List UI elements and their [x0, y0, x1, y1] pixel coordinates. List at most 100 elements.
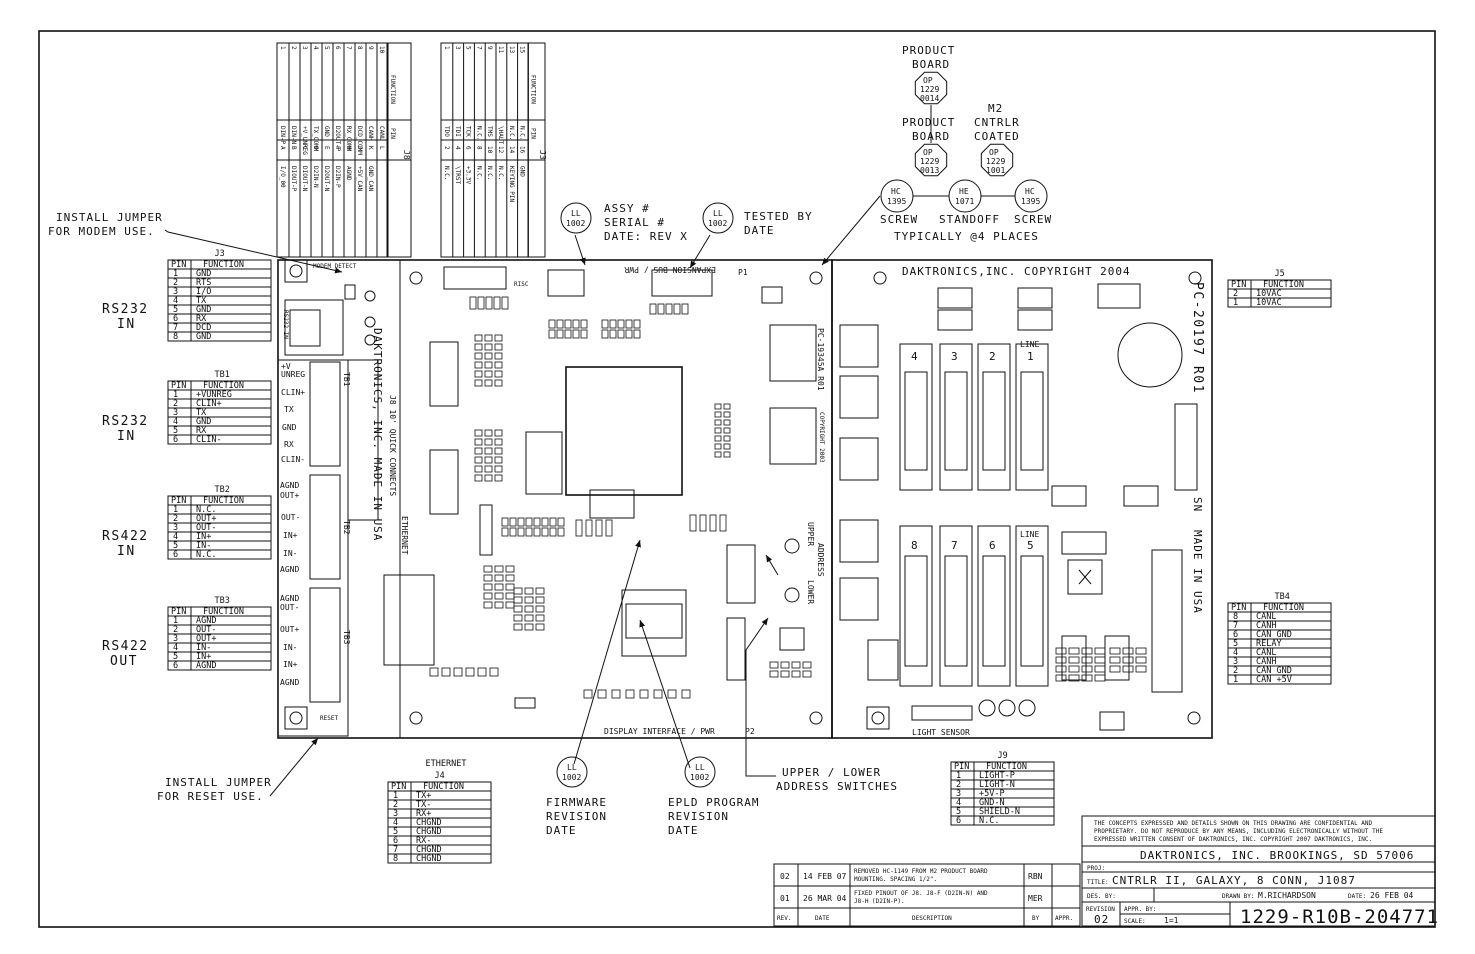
tb4-function-8: CANL — [1256, 612, 1276, 622]
relay-6-label: 6 — [989, 539, 997, 552]
rev-header-by: BY — [1032, 915, 1040, 922]
des-by-label: DES. BY: — [1087, 893, 1116, 900]
p2-label: P2 — [745, 727, 755, 736]
j3-function-3: I/O — [196, 287, 211, 297]
notice-line-2: PROPRIETARY. DO NOT REPRODUCE BY ANY MEA… — [1094, 828, 1383, 835]
tb3-pin-2: 2 — [173, 625, 178, 635]
tb2-function-3: OUT- — [196, 523, 216, 533]
epld-note-2: REVISION — [668, 810, 729, 823]
tb3-pin-3: 3 — [173, 634, 178, 644]
j8-header-function: FUNCTION — [389, 75, 396, 104]
j8-pin-table: 1DIN-PAI/O_002DIN-NBDIOUT-P3+V_UNREGCDIO… — [276, 42, 412, 258]
j3b-row-2-col-3: +3.3V — [465, 166, 472, 184]
tb1-header-function: FUNCTION — [203, 381, 244, 391]
product-board-1-line-1: PRODUCT — [902, 44, 955, 57]
j8-row-8-col-0: 9 — [367, 46, 374, 50]
op_0013-badge-line-0: OP — [923, 148, 933, 157]
tb2-title: TB2 — [215, 485, 230, 495]
relay-2-label: 2 — [989, 350, 997, 363]
j4-function-6: RX- — [416, 836, 431, 846]
standoff-label: STANDOFF — [939, 213, 1000, 226]
j8-row-1-col-1: DIN-N — [290, 126, 297, 144]
tested-note-1: TESTED BY — [744, 210, 813, 223]
j4-function-3: RX+ — [416, 809, 431, 819]
tb3-pin-5: 5 — [173, 652, 178, 662]
j8-row-2-col-0: 3 — [301, 46, 308, 50]
j9-pin-6: 6 — [956, 816, 961, 826]
tb1-label: TB1 — [342, 372, 351, 387]
board-copyright: DAKTRONICS,INC. COPYRIGHT 2004 — [902, 265, 1131, 278]
j8-row-5-col-3: D2IN-P — [334, 166, 341, 188]
port-label-rs422-in-1: RS422 — [102, 529, 149, 544]
m2-cntrlr-line-2: CNTRLR — [974, 116, 1020, 129]
tb4-pin-1: 1 — [1233, 675, 1238, 685]
j8-row-0-col-1: DIN-P — [279, 126, 286, 144]
tb3-function-1: AGND — [196, 616, 216, 626]
hc_right-badge-top: HC — [1025, 187, 1035, 196]
company-line: DAKTRONICS, INC. BROOKINGS, SD 57006 — [1140, 849, 1414, 862]
j8-row-4-col-0: 5 — [323, 46, 330, 50]
tb4-pin-7: 7 — [1233, 621, 1238, 631]
tb3-title: TB3 — [215, 596, 230, 606]
j9-pin-4: 4 — [956, 798, 961, 808]
j3-function-7: DCD — [196, 323, 211, 333]
op_1001-badge-line-2: 1001 — [986, 166, 1005, 175]
port-label-rs232-in-b-2: IN — [117, 429, 136, 444]
tb2-header-function: FUNCTION — [203, 496, 244, 506]
port-label-rs422-in-2: IN — [117, 544, 136, 559]
svg-text:OUT-: OUT- — [281, 513, 300, 522]
j4-title-a: ETHERNET — [426, 759, 467, 769]
j3-pin-5: 5 — [173, 305, 178, 315]
j3b-row-4-col-2: 10 — [486, 146, 493, 154]
assy-note-3: DATE: REV X — [604, 230, 688, 243]
op_0014-badge-line-1: 1229 — [920, 85, 939, 94]
port-label-rs232-in-a-2: IN — [117, 317, 136, 332]
j3-header-function: FUNCTION — [203, 260, 244, 270]
tb4-pin-6: 6 — [1233, 630, 1238, 640]
j8-row-0-col-2: A — [279, 146, 286, 150]
j4-pin-4: 4 — [393, 818, 398, 828]
tb4-title: TB4 — [1275, 592, 1290, 602]
j3b-row-2-col-1: TCK — [465, 126, 472, 137]
drawn-by-label: DRAWN BY: — [1222, 893, 1255, 900]
tb4-function-6: CAN_GND — [1256, 630, 1292, 640]
svg-text:IN-: IN- — [283, 643, 297, 652]
j3-pin-8: 8 — [173, 332, 178, 342]
j3b-row-4-col-3: N.C. — [486, 166, 493, 180]
j3b-row-5-col-2: 12 — [497, 146, 504, 154]
j8-row-7-col-2: J — [356, 146, 363, 150]
j8-row-9-col-1: CANL — [378, 126, 385, 141]
j5-pin-1: 1 — [1233, 298, 1238, 308]
j3b-row-1-col-0: 3 — [454, 46, 461, 50]
j3b-row-6-col-0: 13 — [508, 46, 515, 54]
j3-pin-7: 7 — [173, 323, 178, 333]
line-label-bottom: LINE — [1020, 530, 1039, 539]
j3b-title: J3 — [538, 150, 547, 160]
firmware-note-2: REVISION — [546, 810, 607, 823]
j3b-row-3-col-3: N.C. — [475, 166, 482, 180]
address-label: ADDRESS — [816, 543, 825, 577]
ll-bubble-0-top: LL — [571, 209, 581, 218]
tb3-function-3: OUT+ — [196, 634, 216, 644]
j9-function-3: +5V-P — [979, 789, 1005, 799]
product-board-2-line-1: PRODUCT — [902, 116, 955, 129]
j3-header-pin: PIN — [171, 260, 186, 270]
j8-row-9-col-0: 10 — [378, 46, 385, 54]
j3b-row-6-col-1: N.C. — [508, 126, 515, 140]
j8-header-pin: PIN — [389, 128, 396, 139]
svg-text:AGND: AGND — [280, 594, 299, 603]
rev-header-desc: DESCRIPTION — [912, 915, 952, 922]
port-label-rs422-out-2: OUT — [110, 654, 138, 669]
rev-row-1-rev: 02 — [780, 872, 790, 881]
tb3-function-4: IN- — [196, 643, 211, 653]
j4-pin-7: 7 — [393, 845, 398, 855]
j8-row-6-col-2: H — [345, 146, 352, 150]
ll-bubble-2-top: LL — [567, 763, 577, 772]
light-sensor-label: LIGHT SENSOR — [912, 728, 970, 737]
j4-pin-8: 8 — [393, 854, 398, 864]
j8-row-5-col-0: 6 — [334, 46, 341, 50]
tb4-pin-4: 4 — [1233, 648, 1238, 658]
tb1-pin-5: 5 — [173, 426, 178, 436]
lower-label: LOWER — [806, 580, 815, 604]
j3b-row-1-col-1: TDI — [454, 126, 461, 137]
